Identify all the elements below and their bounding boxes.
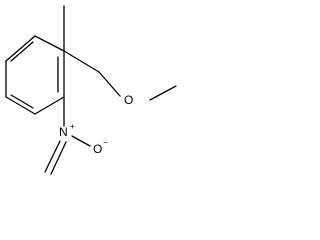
ether-oxygen-label: O (124, 93, 133, 107)
ring-bond-top-left (5, 35, 36, 62)
nitro-negative-charge: − (103, 138, 108, 147)
ring-double-bond-inner-bottom (10, 94, 34, 109)
ch2-bond (63, 50, 100, 73)
ring-double-bond-inner-top (10, 41, 34, 62)
nitro-nitrogen-label: N (59, 125, 68, 139)
ring-bond-top-right (34, 35, 65, 52)
n-o-single-bond (71, 135, 91, 147)
nitro-positive-charge: + (70, 122, 75, 131)
ring-bond-bottom-left (5, 96, 36, 115)
n-o-double-bond-outer (44, 140, 61, 173)
ring-bond-bottom-right (34, 96, 65, 115)
o-ch3-bond (149, 85, 177, 101)
nitro-oxygen-label: O (93, 142, 102, 156)
n-o-double-bond-inner (50, 141, 67, 175)
chemical-structure: O N + O − (5, 5, 177, 175)
ch2-o-bond (98, 71, 121, 97)
